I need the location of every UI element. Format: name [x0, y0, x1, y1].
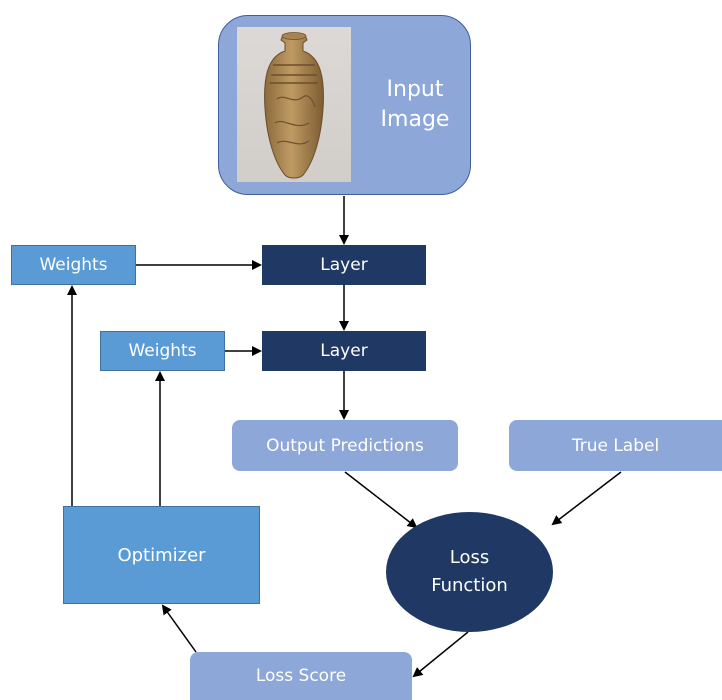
- arrow-output-to-loss-function: [344, 471, 418, 529]
- ancient-vase-photo: [237, 27, 351, 182]
- loss-function-node: Loss Function: [386, 512, 553, 632]
- output-predictions-node: Output Predictions: [232, 420, 458, 471]
- arrow-loss-score-to-optimizer: [161, 604, 197, 653]
- true-label-node: True Label: [509, 420, 722, 471]
- input-image-node: Input Image: [218, 15, 471, 195]
- optimizer-node: Optimizer: [63, 506, 260, 604]
- loss-score-node: Loss Score: [190, 652, 412, 700]
- arrow-loss-function-to-loss-score: [412, 631, 469, 678]
- input-image-label: Input Image: [380, 77, 450, 132]
- weights-1-node: Weights: [11, 245, 136, 285]
- layer-2-node: Layer: [262, 331, 426, 371]
- arrow-true-label-to-loss-function: [551, 471, 622, 526]
- layer-1-node: Layer: [262, 245, 426, 285]
- weights-2-node: Weights: [100, 331, 225, 371]
